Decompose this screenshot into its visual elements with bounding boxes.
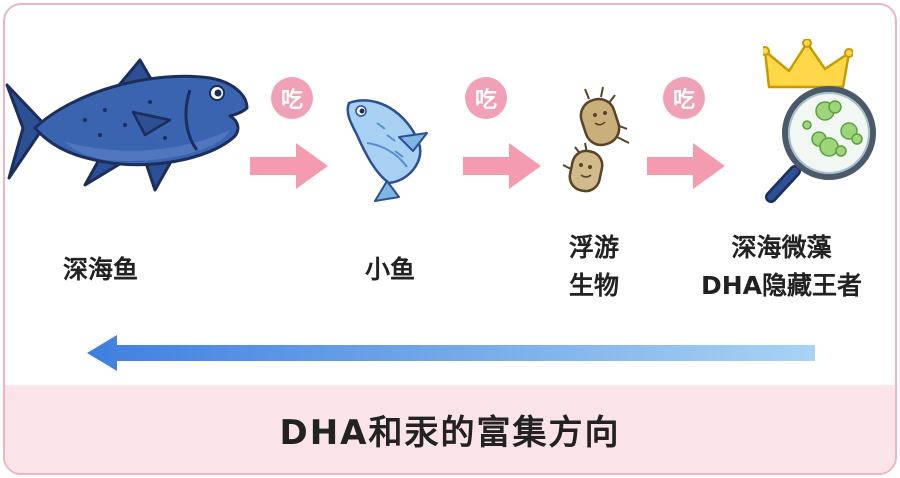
arrow-right-icon [250,143,330,189]
label-plankton: 浮游 生物 [569,229,619,305]
footer-band: DHA和汞的富集方向 [5,385,895,473]
small-fish-icon [337,93,437,203]
label-microalgae-line2: DHA隐藏王者 [701,267,862,305]
eat-badge-2: 吃 [465,77,507,119]
label-plankton-line2: 生物 [569,267,619,305]
label-plankton-line1: 浮游 [569,229,619,267]
diagram-frame: 吃 吃 吃 [3,3,897,475]
arrow-left-icon [87,333,817,373]
footer-caption: DHA和汞的富集方向 [280,405,621,454]
eat-badge-3: 吃 [663,77,705,119]
plankton-icon [555,85,640,200]
label-deep-sea-fish: 深海鱼 [63,251,138,289]
label-small-fish: 小鱼 [365,251,415,289]
arrow-right-icon [463,143,543,189]
eat-badge-1: 吃 [271,77,313,119]
label-microalgae-line1: 深海微藻 [701,229,862,267]
arrow-right-icon [647,143,727,189]
tuna-icon [5,50,250,200]
label-microalgae: 深海微藻 DHA隐藏王者 [701,229,862,305]
magnifier-icon [757,81,882,206]
